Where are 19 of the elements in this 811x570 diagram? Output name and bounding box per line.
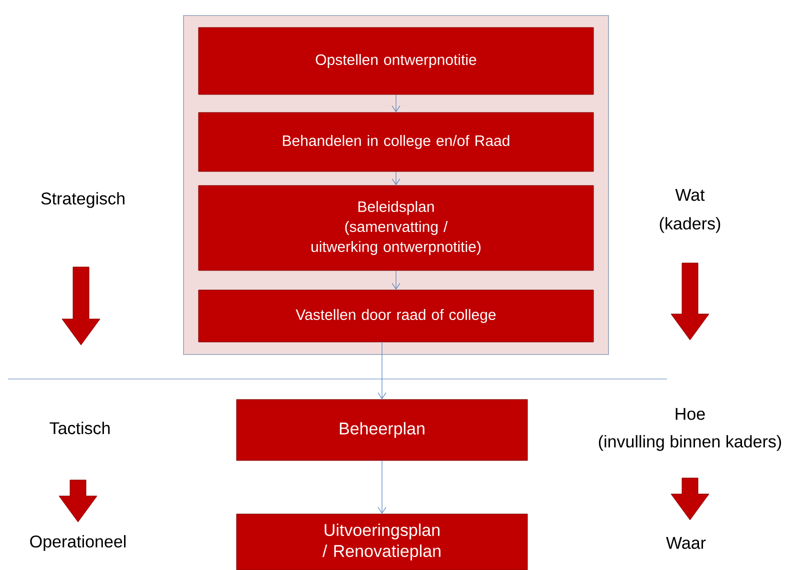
process-box: Behandelen in college en/of Raad — [198, 112, 594, 172]
arrow — [378, 460, 386, 514]
process-box: Beheerplan — [236, 399, 528, 461]
side-label: Operationeel — [30, 535, 126, 551]
arrow — [378, 342, 386, 400]
process-box: Vastellen door raad of college — [198, 290, 594, 342]
side-label: Strategisch — [41, 192, 124, 208]
process-box: Opstellen ontwerpnotitie — [198, 27, 594, 95]
side-label: Wat — [675, 189, 705, 201]
arrow — [392, 270, 400, 290]
side-label: (kaders) — [660, 217, 720, 233]
arrow — [392, 171, 400, 186]
arrow — [392, 94, 400, 112]
side-label: Tactisch — [50, 422, 110, 434]
side-label: Hoe — [676, 408, 705, 420]
process-box: Beleidsplan (samenvatting / uitwerking ontwerpnotitie) — [198, 185, 594, 271]
side-label: (invulling binnen kaders) — [598, 435, 782, 451]
process-box: Uitvoeringsplan / Renovatieplan — [236, 514, 528, 570]
side-label: Waar — [666, 537, 706, 549]
